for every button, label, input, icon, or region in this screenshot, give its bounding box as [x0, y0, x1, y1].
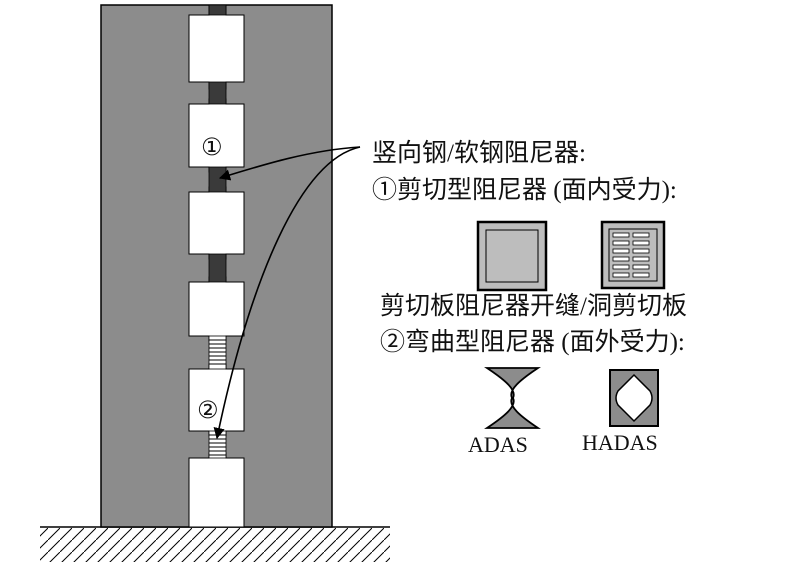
arrow-to-bending-damper	[213, 146, 361, 440]
slotted-plate-icon	[600, 220, 666, 290]
opening-6	[188, 452, 245, 528]
hadas-icon	[609, 369, 659, 427]
label-shear-damper: ①剪切型阻尼器 (面内受力):	[372, 177, 677, 204]
label-adas: ADAS	[468, 432, 528, 457]
label-hadas: HADAS	[582, 430, 658, 455]
label-shear-types: 剪切板阻尼器开缝/洞剪切板	[380, 293, 687, 320]
adas-icon	[484, 367, 541, 429]
damper-a	[208, 81, 227, 105]
marker-two: ②	[197, 396, 219, 424]
damper-c	[208, 253, 227, 283]
label-bending-damper: ②弯曲型阻尼器 (面外受力):	[380, 329, 685, 356]
damper-b	[208, 166, 227, 193]
opening-1	[188, 4, 245, 90]
damper-top	[208, 4, 227, 16]
marker-one: ①	[201, 133, 223, 161]
ground	[40, 526, 390, 562]
label-vertical-damper: 竖向钢/软钢阻尼器:	[372, 140, 586, 167]
leader-arrows	[213, 146, 361, 440]
shear-plate-icon	[476, 220, 548, 292]
opening-3	[188, 186, 245, 260]
opening-4	[188, 276, 245, 342]
arrow-to-shear-damper	[218, 146, 361, 181]
shear-dampers	[208, 4, 227, 283]
